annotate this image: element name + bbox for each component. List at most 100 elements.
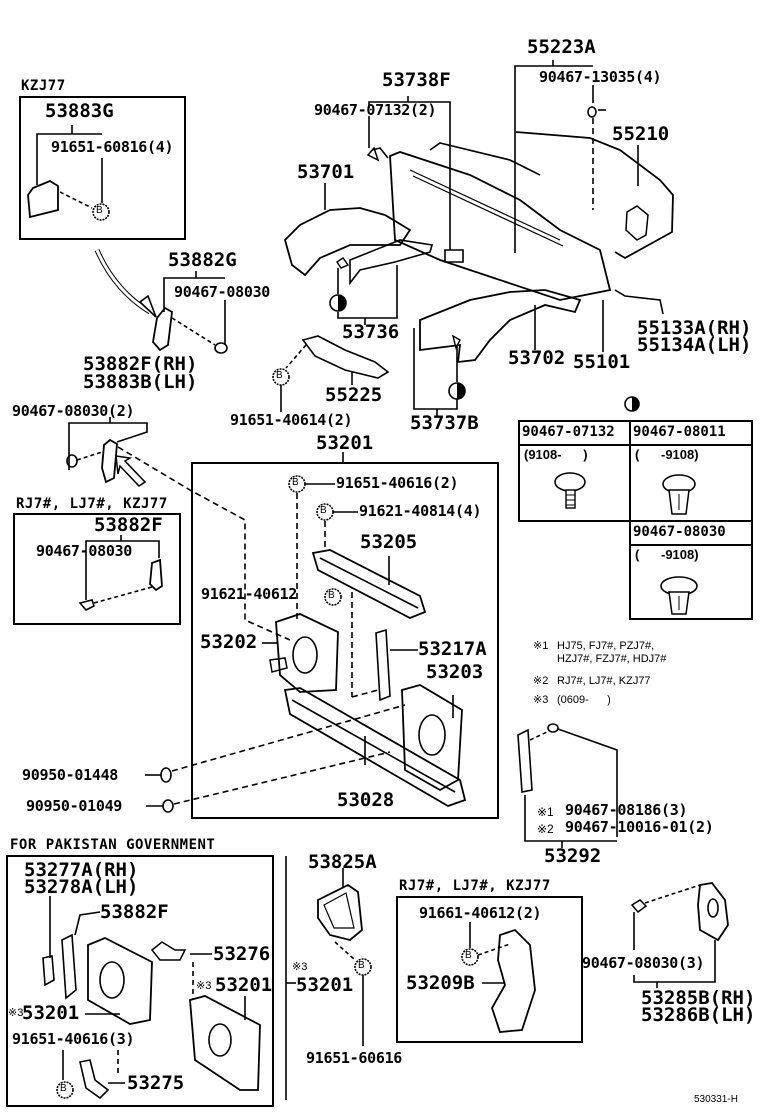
note-mark-3: ※3 [292, 961, 308, 973]
part-label-90467-08030-rj7[interactable]: 90467-08030 [36, 542, 133, 560]
part-label-90467-08030-3[interactable]: 90467-08030(3) [582, 954, 705, 972]
part-label-53292[interactable]: 53292 [544, 845, 602, 867]
part-label-53205[interactable]: 53205 [360, 531, 418, 553]
part-label-91651-40616[interactable]: 91651-40616(2) [336, 474, 459, 492]
part-label-55223A[interactable]: 55223A [527, 36, 596, 58]
note-mark-1: ※1 [537, 805, 554, 819]
part-label-53201-pak-right[interactable]: 53201 [215, 974, 273, 996]
part-label-53825A[interactable]: 53825A [308, 851, 377, 873]
part-55101-shape [389, 151, 612, 301]
kzj77-box-header: KZJ77 [21, 78, 66, 94]
arrow-small [115, 455, 147, 487]
part-label-53217A[interactable]: 53217A [418, 638, 487, 660]
part-53882G-shape [152, 306, 173, 352]
part-53276-shape [150, 941, 187, 961]
plug-01049-icon [162, 799, 174, 813]
part-label-91621-40814[interactable]: 91621-40814(4) [359, 502, 482, 520]
part-label-90467-13035[interactable]: 90467-13035(4) [539, 68, 662, 86]
part-label-53209B[interactable]: 53209B [406, 972, 475, 994]
clip-part-number[interactable]: 90467-07132 [520, 422, 629, 446]
part-label-53736[interactable]: 53736 [342, 321, 400, 343]
clip-07132-icon [366, 146, 380, 162]
part-label-53883G[interactable]: 53883G [45, 100, 114, 122]
part-label-90467-07132[interactable]: 90467-07132(2) [314, 101, 437, 119]
note-mark-2: ※2 [537, 822, 554, 836]
clip-part-number[interactable]: 90467-08011 [631, 422, 751, 446]
part-53292-shape [517, 728, 533, 793]
part-label-53286B-lh[interactable]: 53286B(LH) [641, 1004, 756, 1026]
part-label-53738F[interactable]: 53738F [382, 69, 451, 91]
callout-b-kzj [92, 203, 110, 221]
part-label-53882G[interactable]: 53882G [168, 249, 237, 271]
part-53209B-shape [491, 928, 536, 1033]
part-label-55225[interactable]: 55225 [325, 384, 383, 406]
note-mark-2: ※2 [533, 675, 549, 687]
part-label-91651-60616[interactable]: 91651-60616 [306, 1049, 403, 1067]
leader-53882F-box [85, 540, 160, 600]
leader-53738F [368, 101, 451, 250]
part-label-53201-pak-left[interactable]: 53201 [22, 1002, 80, 1024]
part-label-53201-seal[interactable]: 53201 [296, 974, 354, 996]
part-label-90467-08030-2[interactable]: 90467-08030(2) [12, 402, 135, 420]
part-label-53275[interactable]: 53275 [127, 1072, 185, 1094]
part-label-55101[interactable]: 55101 [573, 351, 631, 373]
part-label-90950-01448[interactable]: 90950-01448 [22, 766, 119, 784]
clip-table-cell: 90467-08030 ( -9108) [629, 520, 753, 620]
arrow-head [138, 294, 157, 318]
callout-b: B [96, 205, 103, 216]
part-53736-shape [349, 239, 434, 286]
part-53285B-shape [697, 882, 729, 942]
part-label-90950-01049[interactable]: 90950-01049 [26, 797, 123, 815]
part-53205-shape [311, 549, 427, 619]
part-53275-shape [79, 1059, 110, 1100]
part-label-91651-40614[interactable]: 91651-40614(2) [230, 411, 353, 429]
part-label-91621-40612[interactable]: 91621-40612 [201, 585, 298, 603]
part-label-53202[interactable]: 53202 [200, 631, 258, 653]
plug-01448-icon [160, 767, 172, 783]
push-clip-icon [662, 474, 696, 515]
part-label-53277A-rh[interactable]: 53277A(RH) [24, 859, 139, 881]
part-label-55133A-rh[interactable]: 55133A(RH) [637, 317, 752, 339]
part-label-53701[interactable]: 53701 [297, 161, 355, 183]
part-label-55134A-lh[interactable]: 55134A(LH) [637, 334, 752, 356]
part-label-53276[interactable]: 53276 [213, 943, 271, 965]
part-55210-shape [515, 131, 674, 260]
part-label-53883B-lh[interactable]: 53883B(LH) [83, 371, 198, 393]
part-label-91651-60816[interactable]: 91651-60816(4) [51, 138, 174, 156]
part-label-55210[interactable]: 55210 [612, 123, 670, 145]
callout-b: B [465, 950, 472, 961]
part-label-91651-40616-3[interactable]: 91651-40616(3) [12, 1030, 135, 1048]
part-label-53882F[interactable]: 53882F [94, 514, 163, 536]
part-label-53278A-lh[interactable]: 53278A(LH) [24, 876, 139, 898]
part-label-91661-40612[interactable]: 91661-40612(2) [419, 904, 542, 922]
part-label-53737B[interactable]: 53737B [410, 412, 479, 434]
part-label-53201[interactable]: 53201 [316, 432, 374, 454]
part-label-53882F-pak[interactable]: 53882F [100, 901, 169, 923]
callout-b: B [276, 370, 283, 381]
part-label-90467-10016-01[interactable]: 90467-10016-01(2) [565, 818, 714, 836]
note-text-3: (0609- ) [557, 694, 611, 706]
rj7-right-box-frame [396, 896, 583, 1043]
part-label-53702[interactable]: 53702 [508, 347, 566, 369]
part-label-90467-08030[interactable]: 90467-08030 [174, 283, 271, 301]
dash-to-support [117, 446, 291, 641]
part-label-53028[interactable]: 53028 [337, 789, 395, 811]
screw-clip-icon [554, 472, 586, 509]
part-53028-shape [283, 687, 467, 807]
clip-table-cell: 90467-08011 ( -9108) [629, 420, 753, 522]
note-mark-3: ※3 [196, 980, 212, 992]
part-53203-shape [401, 684, 463, 792]
callout-b: B [292, 477, 299, 488]
note-text-1: HJ75, FJ7#, PZJ7#, HZJ7#, FZJ7#, HDJ7# [557, 640, 667, 665]
clip-13035-icon [587, 106, 597, 118]
part-label-53203[interactable]: 53203 [426, 661, 484, 683]
part-label-53882F-rh[interactable]: 53882F(RH) [83, 353, 198, 375]
part-53701-shape [283, 207, 412, 277]
part-label-53285B-rh[interactable]: 53285B(RH) [641, 987, 756, 1009]
note-mark-3: ※3 [8, 1007, 24, 1019]
clip-part-number[interactable]: 90467-08030 [631, 522, 751, 546]
radiator-support-box-frame [191, 462, 499, 819]
part-label-90467-08186[interactable]: 90467-08186(3) [565, 801, 688, 819]
pakistan-box-header: FOR PAKISTAN GOVERNMENT [10, 837, 216, 853]
